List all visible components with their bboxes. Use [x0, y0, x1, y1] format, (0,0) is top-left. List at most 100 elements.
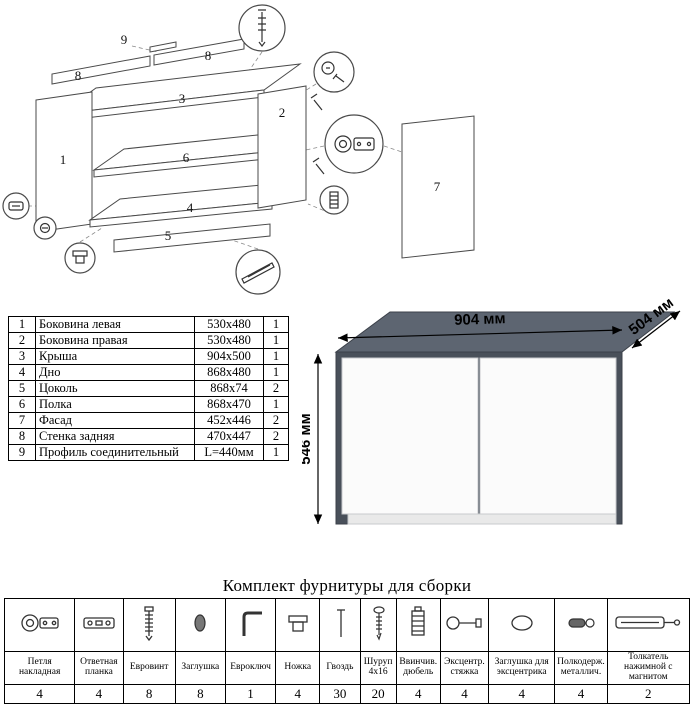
part-qty: 1	[263, 332, 289, 349]
part-size: 452x446	[194, 412, 264, 429]
table-row: 5 Цоколь 868x74 2	[8, 380, 289, 397]
hardware-name: Гвоздь	[319, 651, 361, 685]
part-number: 1	[8, 316, 36, 333]
shelf-pin-icon	[568, 617, 595, 628]
part-qty: 1	[263, 444, 289, 461]
cam-bolt-cell	[439, 598, 490, 652]
table-row: 8 Стенка задняя 470x447 2	[8, 428, 289, 445]
plinth-panel	[113, 223, 271, 253]
part-qty: 1	[263, 396, 289, 413]
push-opener-icon	[615, 615, 681, 629]
hex-key-icon	[242, 611, 262, 636]
part-qty: 2	[263, 412, 289, 429]
part-name: Стенка задняя	[35, 428, 195, 445]
hardware-qty: 4	[74, 683, 124, 704]
hardware-qty: 4	[3, 683, 76, 704]
cabinet-right-door	[479, 357, 617, 515]
hardware-qty: 4	[554, 683, 608, 704]
hardware-name: Полкодерж. металлич.	[554, 651, 608, 685]
hardware-qty: 4	[275, 683, 321, 704]
part-label-2: 2	[279, 105, 286, 120]
part-size: 530x480	[194, 316, 264, 333]
depth-dimension-arrow	[631, 310, 681, 349]
mounting-plate-icon	[83, 616, 115, 629]
connector-profile-part	[149, 41, 177, 53]
part-name: Крыша	[35, 348, 195, 365]
part-qty: 1	[263, 348, 289, 365]
push-opener-cell	[606, 598, 691, 652]
width-dimension-arrow	[337, 325, 623, 343]
cap-icon	[194, 613, 206, 632]
panels	[35, 38, 475, 259]
euro-screw-icon	[144, 605, 154, 641]
part-label-5: 5	[165, 228, 172, 243]
back-panel-left	[51, 55, 151, 85]
mounting-plate-cell	[74, 598, 124, 652]
part-qty: 2	[263, 428, 289, 445]
part-label-8a: 8	[75, 68, 82, 83]
table-row: 2 Боковина правая 530x480 1	[8, 332, 289, 349]
part-qty: 1	[263, 316, 289, 333]
hardware-name: Петля накладная	[3, 651, 76, 685]
assembled-cabinet-drawing: 904 мм 504 мм 546 мм	[302, 294, 681, 525]
hex-key-cell	[224, 598, 277, 652]
cam-cap-icon	[511, 614, 533, 631]
hardware-name: Евровинт	[122, 651, 176, 685]
part-name: Дно	[35, 364, 195, 381]
cabinet-left-door	[341, 357, 479, 515]
part-number: 4	[8, 364, 36, 381]
part-label-9: 9	[121, 32, 128, 47]
part-number: 9	[8, 444, 36, 461]
part-label-8b: 8	[205, 48, 212, 63]
table-row: 3 Крыша 904x500 1	[8, 348, 289, 365]
height-dimension-label: 546 мм	[302, 413, 314, 464]
right-side-panel	[257, 85, 307, 209]
leg-cell	[275, 598, 321, 652]
part-name: Профиль соединительный	[35, 444, 195, 461]
part-name: Боковина правая	[35, 332, 195, 349]
table-row: 4 Дно 868x480 1	[8, 364, 289, 381]
hardware-name: Эксцентр. стяжка	[439, 651, 490, 685]
part-number: 6	[8, 396, 36, 413]
screw-glyph	[310, 93, 323, 111]
part-size: 868x480	[194, 364, 264, 381]
cam-bolt-icon	[446, 615, 483, 630]
bottom-panel-edge	[89, 201, 273, 228]
hardware-qty: 30	[319, 683, 361, 704]
table-row: 6 Полка 868x470 1	[8, 396, 289, 413]
hardware-kit-table: Петля накладная Ответная планка Евровинт…	[3, 598, 691, 704]
part-qty: 2	[263, 380, 289, 397]
screw-dowel-icon	[411, 605, 425, 636]
hardware-name: Ввинчив. дюбель	[395, 651, 441, 685]
part-name: Боковина левая	[35, 316, 195, 333]
screw-cell	[359, 598, 397, 652]
hardware-name: Ответная планка	[74, 651, 124, 685]
part-label-7: 7	[434, 179, 441, 194]
screw-dowel-cell	[395, 598, 441, 652]
table-row: 9 Профиль соединительный L=440мм 1	[8, 444, 289, 461]
part-labels: 9 8 8 3 2 1 6 4 5 7	[60, 32, 441, 243]
hardware-icons-row	[3, 598, 691, 652]
part-size: 470x447	[194, 428, 264, 445]
hinge-cell	[3, 598, 76, 652]
part-label-4: 4	[187, 200, 194, 215]
table-row: 1 Боковина левая 530x480 1	[8, 316, 289, 333]
part-size: 868x74	[194, 380, 264, 397]
part-name: Полка	[35, 396, 195, 413]
euro-screw-cell	[122, 598, 176, 652]
hardware-qty: 20	[359, 683, 397, 704]
hardware-name: Толкатель нажимной с магнитом	[606, 651, 691, 685]
detail-foot	[64, 242, 96, 274]
parts-table: 1 Боковина левая 530x480 1 2 Боковина пр…	[8, 316, 289, 461]
screw-icon	[372, 605, 385, 641]
hardware-qty: 4	[488, 683, 556, 704]
hardware-qty: 4	[395, 683, 441, 704]
hardware-names-row: Петля накладная Ответная планка Евровинт…	[3, 651, 691, 685]
detail-cam-fitting	[313, 51, 355, 93]
nail-icon	[337, 608, 346, 637]
hardware-qty: 2	[606, 683, 691, 704]
shelf-pin-cell	[554, 598, 608, 652]
nail-cell	[319, 598, 361, 652]
part-number: 3	[8, 348, 36, 365]
hardware-qty: 8	[174, 683, 226, 704]
